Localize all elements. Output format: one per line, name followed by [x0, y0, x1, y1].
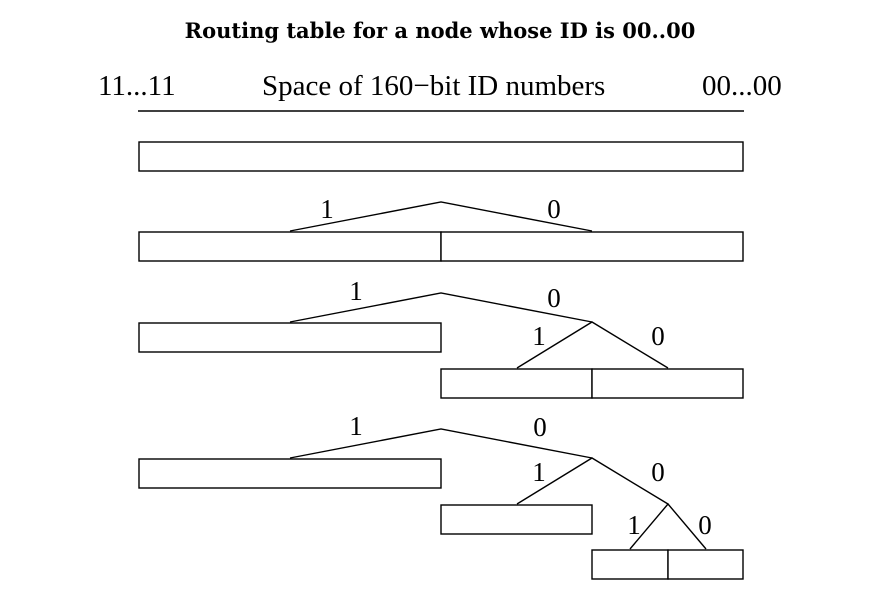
edge-label: 1 — [627, 510, 641, 540]
edge-label: 0 — [651, 457, 665, 487]
id-space-right-label: 00...00 — [702, 70, 782, 102]
edge-label: 1 — [349, 276, 363, 306]
split-edges — [629, 502, 707, 550]
edge-label: 0 — [547, 283, 561, 313]
split-edges — [516, 457, 669, 505]
split-edges — [289, 428, 593, 459]
diagram-title: Routing table for a node whose ID is 00.… — [184, 18, 696, 43]
split-edges — [289, 292, 593, 323]
bucket-prefix-01 — [440, 504, 593, 535]
bucket-full-space — [138, 141, 744, 172]
bucket-prefix-01 — [440, 368, 593, 399]
bucket-prefix-1 — [138, 458, 442, 489]
split-edges — [289, 201, 593, 232]
bucket-prefix-0 — [440, 231, 744, 262]
edge-label: 0 — [547, 194, 561, 224]
edge-label: 0 — [533, 412, 547, 442]
edge-label: 1 — [532, 321, 546, 351]
edge-label: 0 — [698, 510, 712, 540]
bucket-prefix-1 — [138, 231, 442, 262]
id-space-center-label: Space of 160−bit ID numbers — [262, 70, 606, 102]
bucket-prefix-000 — [667, 549, 744, 580]
bucket-prefix-1 — [138, 322, 442, 353]
id-space-left-label: 11...11 — [98, 70, 176, 102]
edge-label: 1 — [320, 194, 334, 224]
bucket-prefix-00 — [591, 368, 744, 399]
tree-level-2: 1 0 1 0 — [138, 276, 744, 399]
edge-label: 1 — [349, 411, 363, 441]
bucket-prefix-001 — [591, 549, 669, 580]
split-edges — [516, 321, 669, 369]
tree-level-3: 1 0 1 0 1 0 — [138, 411, 744, 580]
edge-label: 0 — [651, 321, 665, 351]
edge-label: 1 — [532, 457, 546, 487]
tree-level-1: 1 0 — [138, 194, 744, 262]
